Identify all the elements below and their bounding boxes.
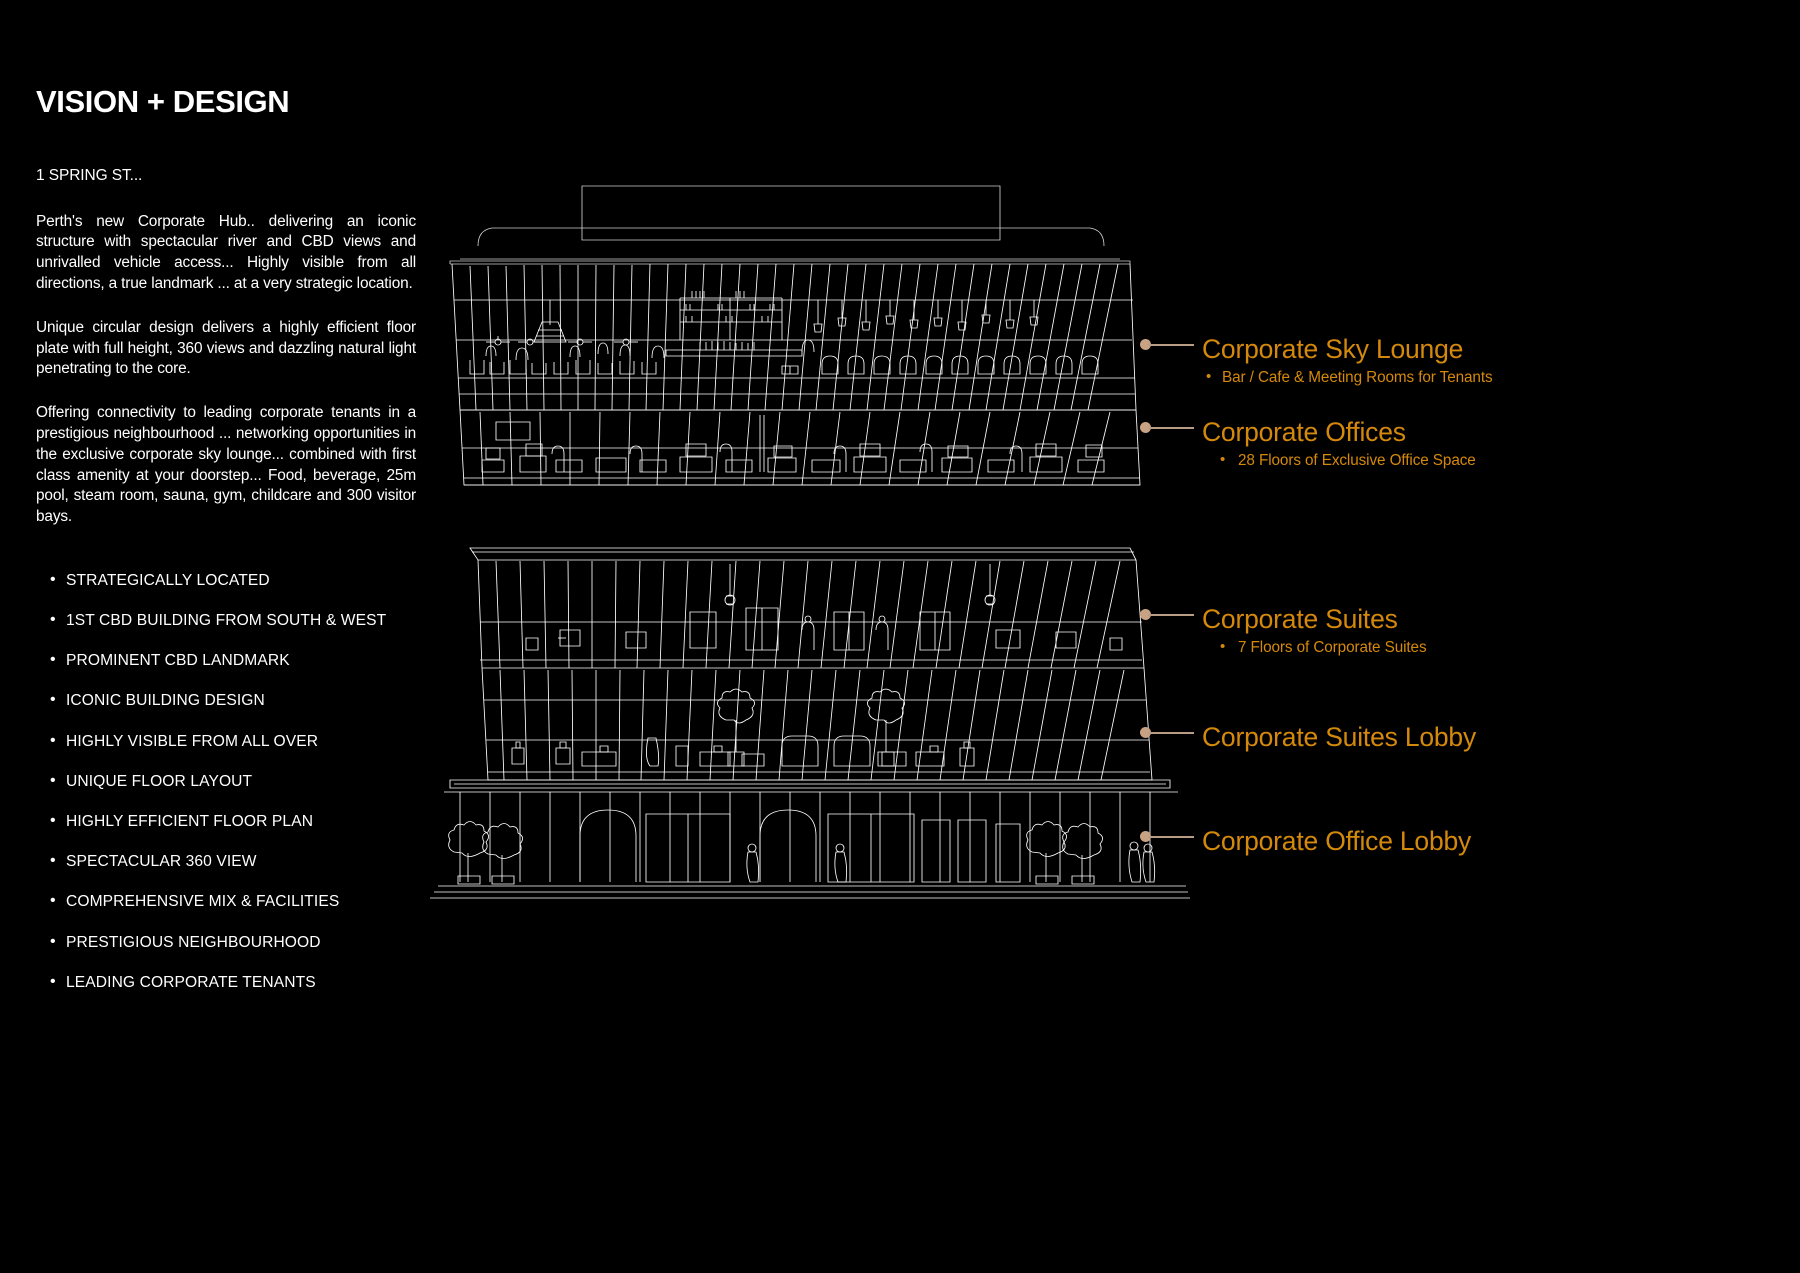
lounge-furniture — [469, 355, 1099, 375]
list-item: PRESTIGIOUS NEIGHBOURHOOD — [36, 933, 436, 952]
address-line: 1 SPRING ST... — [36, 166, 143, 184]
callout-title: Corporate Suites — [1202, 604, 1398, 634]
list-item: HIGHLY VISIBLE FROM ALL OVER — [36, 732, 436, 751]
callout-title: Corporate Offices — [1202, 417, 1406, 447]
bar-counter — [665, 349, 803, 357]
leader-line-icon — [1140, 605, 1196, 623]
list-item: COMPREHENSIVE MIX & FACILITIES — [36, 892, 436, 911]
leader-bar-icon — [1148, 343, 1194, 346]
body-paragraph-3: Offering connectivity to leading corpora… — [36, 404, 416, 526]
feature-list: STRATEGICALLY LOCATED 1ST CBD BUILDING F… — [36, 571, 436, 992]
standing-figure — [645, 737, 660, 767]
callout-corporate-suites[interactable]: Corporate Suites 7 Floors of Corporate S… — [1140, 605, 1427, 657]
callout-title: Corporate Sky Lounge — [1202, 334, 1464, 364]
bar-shelving — [679, 291, 783, 340]
page-title: VISION + DESIGN — [36, 84, 290, 119]
corporate-suites-block — [469, 547, 1153, 781]
callout-title: Corporate Office Lobby — [1202, 826, 1472, 856]
leader-line-icon — [1140, 723, 1196, 741]
leader-dot-icon — [1140, 339, 1151, 350]
callout-subtitle: 28 Floors of Exclusive Office Space — [1202, 451, 1476, 470]
people-figures — [485, 339, 815, 361]
callout-subtitle: 7 Floors of Corporate Suites — [1202, 638, 1427, 657]
ground-lobby-podium — [430, 779, 1190, 899]
leader-dot-icon — [1140, 831, 1151, 842]
roof-crown — [449, 185, 1131, 265]
callout-corporate-suites-lobby[interactable]: Corporate Suites Lobby — [1140, 723, 1476, 751]
body-paragraph-1: Perth's new Corporate Hub.. delivering a… — [36, 212, 416, 292]
list-item: HIGHLY EFFICIENT FLOOR PLAN — [36, 812, 436, 831]
list-item: UNIQUE FLOOR LAYOUT — [36, 772, 436, 791]
leader-dot-icon — [1140, 422, 1151, 433]
callout-corporate-office-lobby[interactable]: Corporate Office Lobby — [1140, 827, 1471, 855]
lobby-glazing-right — [827, 813, 915, 883]
leader-line-icon — [1140, 335, 1196, 353]
office-chairs — [551, 443, 1023, 472]
street-trees-right — [1026, 821, 1103, 885]
entry-arch-left — [579, 809, 637, 882]
callout-corporate-sky-lounge[interactable]: Corporate Sky Lounge Bar / Cafe & Meetin… — [1140, 335, 1493, 387]
list-item: PROMINENT CBD LANDMARK — [36, 651, 436, 670]
callout-title: Corporate Suites Lobby — [1202, 722, 1477, 752]
office-level — [459, 409, 1141, 486]
leader-bar-icon — [1148, 835, 1194, 838]
ceiling-fixtures — [486, 336, 638, 346]
leader-bar-icon — [1148, 731, 1194, 734]
body-paragraph-2: Unique circular design delivers a highly… — [36, 318, 416, 378]
chandelier — [533, 321, 567, 343]
lobby-glazing-left — [645, 813, 731, 883]
list-item: STRATEGICALLY LOCATED — [36, 571, 436, 590]
leader-bar-icon — [1148, 613, 1194, 616]
building-section-drawing — [430, 160, 1190, 940]
leader-dot-icon — [1140, 727, 1151, 738]
leader-dot-icon — [1140, 609, 1151, 620]
entrance-figures — [746, 841, 1156, 883]
planter-tree-right — [867, 688, 905, 767]
entry-arch-center — [759, 809, 817, 882]
callout-corporate-offices[interactable]: Corporate Offices 28 Floors of Exclusive… — [1140, 418, 1476, 470]
street-trees-left — [448, 821, 523, 885]
list-item: LEADING CORPORATE TENANTS — [36, 973, 436, 992]
callout-subtitle: Bar / Cafe & Meeting Rooms for Tenants — [1202, 368, 1493, 387]
suites-lobby-furniture — [511, 688, 975, 767]
sky-lounge-level — [451, 263, 1137, 411]
office-monitors — [485, 443, 1103, 460]
pendant-lights — [813, 300, 1039, 333]
leader-bar-icon — [1148, 426, 1194, 429]
suite-interiors — [525, 564, 1123, 651]
building-elevation-linework — [430, 185, 1190, 899]
list-item: ICONIC BUILDING DESIGN — [36, 691, 436, 710]
list-item: SPECTACULAR 360 VIEW — [36, 852, 436, 871]
left-content-column: VISION + DESIGN 1 SPRING ST... Perth's n… — [36, 84, 456, 1014]
office-workstations — [481, 455, 1105, 473]
wall-display — [495, 421, 531, 441]
leader-line-icon — [1140, 827, 1196, 845]
leader-line-icon — [1140, 418, 1196, 436]
list-item: 1ST CBD BUILDING FROM SOUTH & WEST — [36, 611, 436, 630]
planter-tree-left — [717, 688, 755, 767]
